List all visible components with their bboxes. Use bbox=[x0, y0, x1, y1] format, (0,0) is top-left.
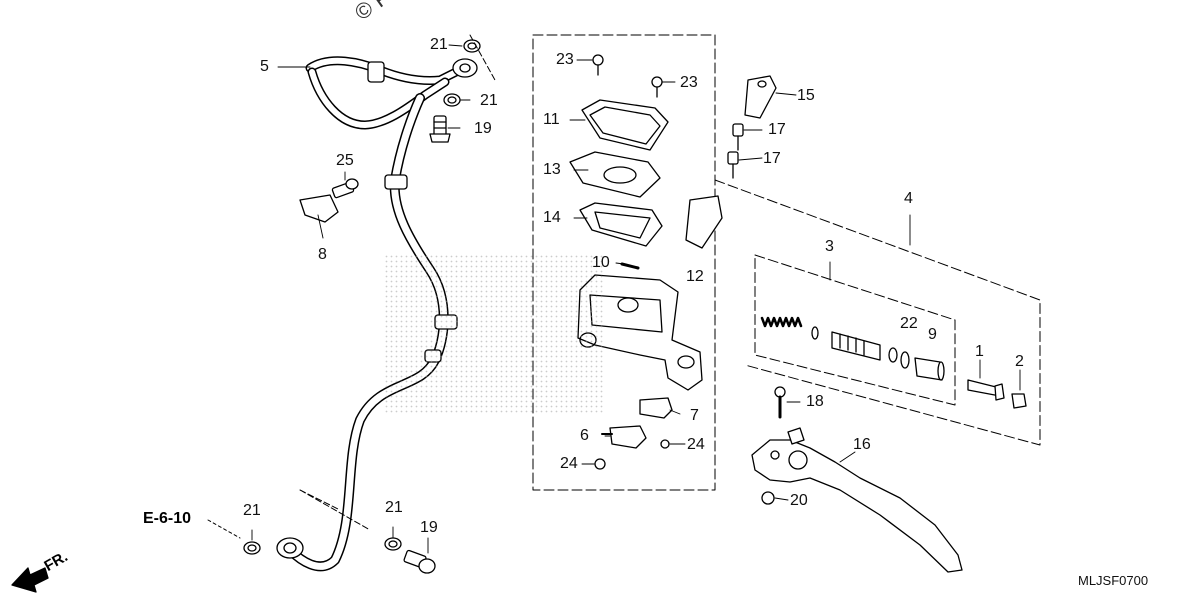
washer-21 bbox=[243, 541, 261, 555]
callout-17: 17 bbox=[768, 121, 786, 138]
pin-10 bbox=[620, 262, 640, 270]
clutch-lever-16 bbox=[751, 427, 963, 573]
washer-21 bbox=[463, 39, 481, 53]
callout-24: 24 bbox=[687, 436, 705, 453]
screw-24 bbox=[594, 458, 606, 470]
washer-21 bbox=[443, 93, 461, 107]
bolt-18 bbox=[774, 386, 786, 419]
callout-1: 1 bbox=[975, 343, 984, 360]
callout-21: 21 bbox=[480, 92, 498, 109]
switch-7 bbox=[639, 397, 673, 419]
callout-20: 20 bbox=[790, 492, 808, 509]
callout-9: 9 bbox=[928, 326, 937, 343]
callout-11: 11 bbox=[543, 111, 560, 128]
bolt-17 bbox=[727, 151, 739, 179]
clamp-bracket bbox=[685, 195, 723, 249]
holder-15 bbox=[744, 75, 777, 119]
piston bbox=[831, 331, 881, 361]
diaphragm-14 bbox=[579, 202, 663, 247]
callout-24: 24 bbox=[560, 455, 578, 472]
callout-10: 10 bbox=[592, 254, 610, 271]
callout-12: 12 bbox=[686, 268, 704, 285]
callout-21: 21 bbox=[243, 502, 261, 519]
fr-arrow bbox=[11, 567, 49, 593]
clamp-8 bbox=[299, 194, 339, 223]
callout-23: 23 bbox=[556, 51, 574, 68]
callout-6: 6 bbox=[580, 427, 589, 444]
callout-15: 15 bbox=[797, 87, 815, 104]
nut-20 bbox=[761, 491, 775, 505]
bolt-17 bbox=[732, 123, 744, 151]
screw-23 bbox=[592, 54, 604, 76]
dotted-watermark bbox=[385, 255, 605, 415]
bolt-19 bbox=[429, 115, 451, 143]
callout-4: 4 bbox=[904, 190, 913, 207]
callout-8: 8 bbox=[318, 246, 327, 263]
diagram-code: MLJSF0700 bbox=[1078, 573, 1149, 588]
screw-24 bbox=[660, 439, 670, 449]
cap-2 bbox=[1011, 393, 1027, 409]
callout-13: 13 bbox=[543, 161, 561, 178]
spring bbox=[760, 316, 803, 328]
callout-17: 17 bbox=[763, 150, 781, 167]
callout-14: 14 bbox=[543, 209, 561, 226]
bolt-19 bbox=[403, 549, 436, 574]
callout-7: 7 bbox=[690, 407, 699, 424]
callout-19: 19 bbox=[474, 120, 492, 137]
reference-label: E-6-10 bbox=[143, 510, 192, 527]
reservoir-cap-11 bbox=[581, 99, 669, 151]
callout-25: 25 bbox=[336, 152, 354, 169]
callout-2: 2 bbox=[1015, 353, 1024, 370]
callout-3: 3 bbox=[825, 238, 834, 255]
switch-6 bbox=[609, 425, 647, 449]
screw-23 bbox=[651, 76, 663, 98]
callout-22: 22 bbox=[900, 315, 918, 332]
callout-18: 18 bbox=[806, 393, 824, 410]
callout-21: 21 bbox=[385, 499, 403, 516]
washer-21 bbox=[384, 537, 402, 551]
callout-21: 21 bbox=[430, 36, 448, 53]
callout-16: 16 bbox=[853, 436, 871, 453]
callout-5: 5 bbox=[260, 58, 269, 75]
plate-13 bbox=[569, 151, 661, 198]
callout-19: 19 bbox=[420, 519, 438, 536]
callout-23: 23 bbox=[680, 74, 698, 91]
